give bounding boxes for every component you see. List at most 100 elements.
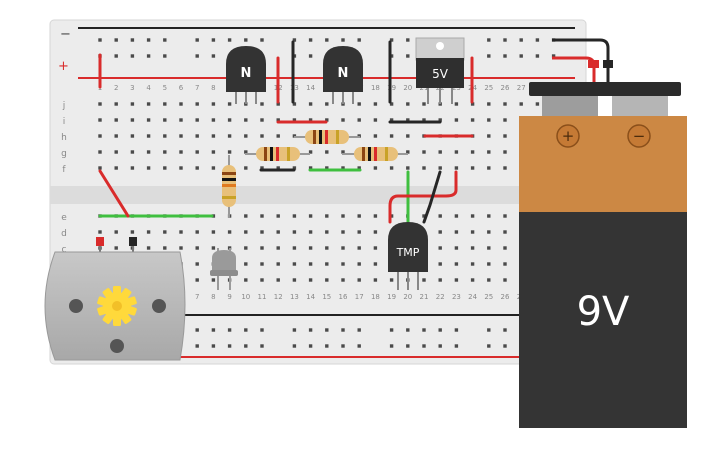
strip-hole	[244, 118, 248, 122]
strip-hole	[470, 278, 475, 282]
column-number: 27	[517, 84, 526, 92]
battery-minus-symbol: −	[633, 127, 646, 145]
strip-hole	[163, 230, 167, 234]
column-number: 14	[306, 293, 315, 301]
strip-hole	[211, 230, 216, 234]
strip-hole	[179, 230, 183, 234]
strip-hole	[227, 134, 232, 138]
strip-hole	[470, 246, 475, 250]
transistor-2-body	[323, 46, 363, 92]
strip-hole	[195, 150, 199, 154]
rail-hole	[503, 344, 507, 348]
row-letter: h	[61, 133, 67, 143]
column-number: 13	[290, 293, 299, 301]
strip-hole	[227, 150, 232, 154]
strip-hole	[325, 102, 329, 106]
strip-hole	[227, 230, 232, 234]
strip-hole	[244, 230, 248, 234]
rail-hole	[244, 38, 248, 42]
rail-hole	[503, 328, 507, 332]
rail-hole	[260, 344, 264, 348]
strip-hole	[389, 102, 394, 106]
strip-hole	[244, 278, 248, 282]
strip-hole	[373, 230, 378, 234]
motor-hole-bottom	[110, 339, 124, 353]
strip-hole	[146, 166, 151, 170]
column-number: 25	[484, 293, 493, 301]
row-letter: e	[61, 213, 67, 223]
strip-hole	[114, 166, 118, 170]
strip-hole	[503, 262, 507, 266]
dc-motor	[44, 237, 186, 361]
strip-hole	[195, 262, 199, 266]
strip-hole	[341, 246, 345, 250]
rail-hole	[308, 54, 313, 58]
strip-hole	[438, 150, 442, 154]
voltage-regulator: 5V	[415, 37, 465, 104]
rail-hole	[535, 38, 540, 42]
rail-hole	[357, 344, 361, 348]
strip-hole	[130, 118, 135, 122]
row-letter: i	[63, 117, 66, 127]
column-number: 7	[195, 293, 199, 301]
rail-hole	[195, 54, 199, 58]
strip-hole	[130, 102, 135, 106]
rail-hole	[503, 38, 507, 42]
resistor-3-band-4	[385, 147, 388, 161]
rail-hole	[325, 38, 329, 42]
strip-hole	[487, 262, 491, 266]
strip-hole	[276, 278, 280, 282]
strip-hole	[114, 102, 118, 106]
strip-hole	[341, 230, 345, 234]
strip-hole	[373, 246, 378, 250]
rail-hole	[454, 328, 459, 332]
strip-hole	[325, 278, 329, 282]
tmp-body	[388, 222, 428, 272]
strip-hole	[470, 102, 475, 106]
strip-hole	[244, 166, 248, 170]
rail-hole	[114, 54, 118, 58]
rail-hole	[211, 54, 216, 58]
strip-hole	[503, 134, 507, 138]
rail-hole	[325, 344, 329, 348]
regulator-body	[416, 58, 464, 88]
motor-gear-icon	[97, 286, 137, 326]
column-number: 6	[179, 84, 184, 92]
column-number: 11	[258, 293, 267, 301]
strip-hole	[163, 134, 167, 138]
strip-hole	[146, 102, 151, 106]
rail-hole	[503, 54, 507, 58]
strip-hole	[260, 166, 264, 170]
battery-plus-symbol: +	[562, 127, 575, 145]
strip-hole	[373, 166, 378, 170]
column-number: 25	[484, 84, 493, 92]
column-number: 22	[436, 293, 445, 301]
strip-hole	[179, 166, 183, 170]
motor-terminal-black	[129, 237, 137, 246]
rail-hole	[292, 328, 297, 332]
rail-hole	[163, 54, 167, 58]
strip-hole	[179, 118, 183, 122]
rail-hole	[227, 38, 232, 42]
strip-hole	[389, 278, 394, 282]
strip-hole	[211, 118, 216, 122]
rail-hole	[195, 38, 199, 42]
battery-label: 9V	[577, 289, 630, 335]
strip-hole	[406, 118, 410, 122]
row-letter: c	[62, 245, 67, 255]
strip-hole	[357, 118, 361, 122]
strip-hole	[195, 134, 199, 138]
strip-hole	[487, 118, 491, 122]
strip-hole	[422, 102, 426, 106]
rail-hole	[551, 54, 556, 58]
column-number: 12	[274, 293, 283, 301]
regulator-label: 5V	[432, 67, 449, 81]
strip-hole	[470, 214, 475, 218]
row-letter: f	[62, 165, 66, 175]
strip-hole	[260, 118, 264, 122]
strip-hole	[438, 246, 442, 250]
strip-hole	[389, 118, 394, 122]
column-number: 9	[227, 293, 231, 301]
strip-hole	[244, 134, 248, 138]
strip-hole	[487, 166, 491, 170]
